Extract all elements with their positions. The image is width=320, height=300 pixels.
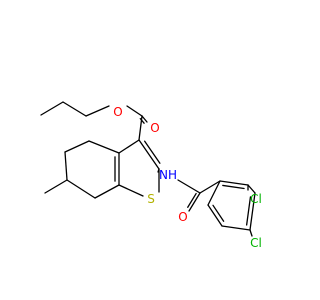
bond-c4-c5 xyxy=(64,140,90,153)
atom-o-amide: O xyxy=(178,210,187,224)
structure-diagram: O O NH S O Cl Cl xyxy=(40,101,262,250)
bond-benz-6-1 xyxy=(207,180,221,206)
bond-c6-c7 xyxy=(66,179,96,199)
bond-carbonyl-c3 xyxy=(138,115,143,141)
bond-c3a-c4 xyxy=(88,140,120,154)
atom-o-carbonyl: O xyxy=(150,121,159,135)
bond-benz-5-6 xyxy=(207,204,223,227)
bond-ch2-och2 xyxy=(62,101,87,117)
bond-benz-1-2-inner xyxy=(222,184,245,190)
bond-c-o-amide xyxy=(188,192,201,212)
atom-o-ether: O xyxy=(113,105,122,119)
bond-benz-2-3 xyxy=(247,184,256,194)
bond-c6-methyl xyxy=(44,179,68,194)
bond-c-o-amide-inner xyxy=(187,192,197,208)
bond-c3a-c3 xyxy=(118,139,140,154)
atom-nh: NH xyxy=(159,168,177,182)
atom-cl-meta: Cl xyxy=(250,236,262,250)
bond-c2-c3 xyxy=(138,139,160,170)
molecule-canvas: O O NH S O Cl Cl xyxy=(40,101,262,250)
bond-c7-c7a xyxy=(94,184,120,199)
bond-benz-5-6-inner xyxy=(212,204,225,222)
bond-c-cl-meta xyxy=(249,229,253,237)
bond-layer xyxy=(40,101,256,237)
bond-c-o-carbonyl xyxy=(141,115,148,123)
atom-s: S xyxy=(147,192,155,206)
bond-c7a-s xyxy=(118,184,144,197)
bond-benz-3-4-inner xyxy=(245,196,252,226)
bond-c5-c6 xyxy=(64,151,68,181)
bond-benz-3-4 xyxy=(249,192,256,231)
bond-c2-c3-inner xyxy=(144,140,161,164)
bond-n-c-amide xyxy=(177,179,201,194)
bond-o-ether-c-carbonyl xyxy=(126,105,143,117)
atom-cl-para: Cl xyxy=(250,192,262,206)
bond-ch3-ch2 xyxy=(40,101,64,116)
bond-c2-n xyxy=(157,168,160,173)
bond-ch2-o-ether xyxy=(85,105,110,117)
bond-benz-1-2 xyxy=(219,180,249,186)
bond-benz-4-5 xyxy=(221,225,251,231)
bond-c-amide-ring xyxy=(199,180,221,194)
